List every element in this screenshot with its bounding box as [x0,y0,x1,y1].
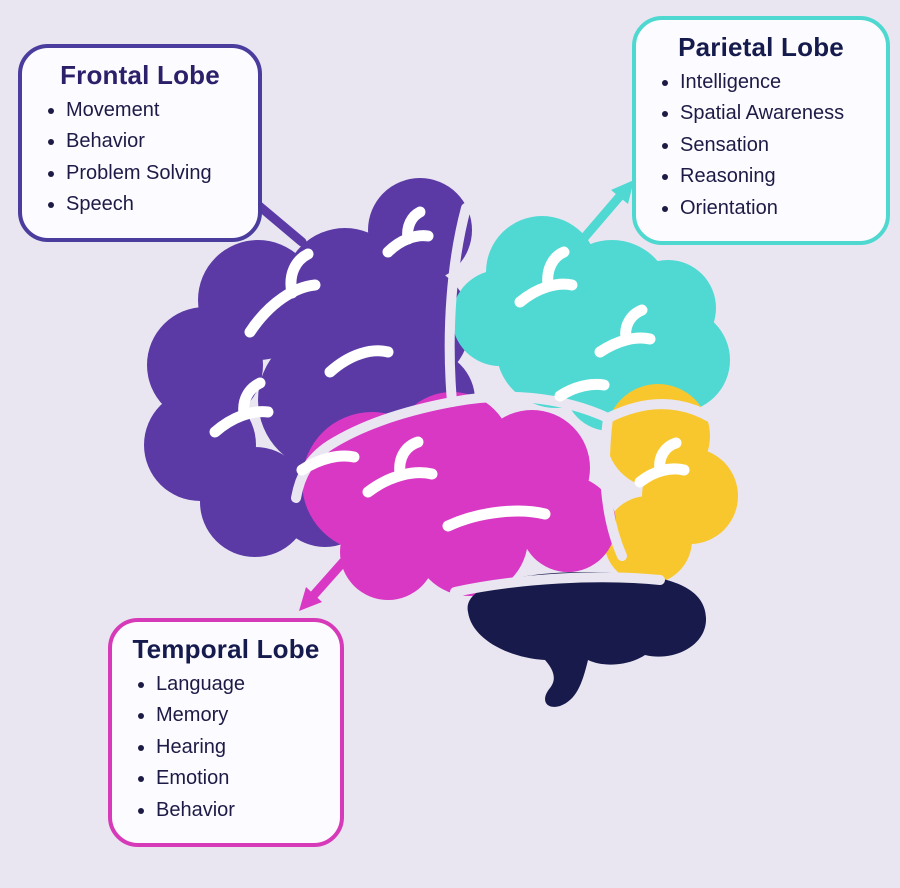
list-item: Behavior [66,129,240,153]
list-item: Problem Solving [66,161,240,185]
frontal-lobe-list: Movement Behavior Problem Solving Speech [40,98,240,217]
list-item: Sensation [680,133,868,157]
frontal-lobe-box: Frontal Lobe Movement Behavior Problem S… [18,44,262,242]
temporal-lobe-title: Temporal Lobe [132,634,320,664]
list-item: Emotion [156,766,322,790]
temporal-lobe-shape [302,392,616,600]
list-item: Behavior [156,798,322,822]
list-item: Language [156,672,322,696]
list-item: Intelligence [680,70,868,94]
list-item: Movement [66,98,240,122]
list-item: Hearing [156,735,322,759]
parietal-arrow [579,180,634,243]
parietal-lobe-title: Parietal Lobe [678,32,844,62]
temporal-lobe-list: Language Memory Hearing Emotion Behavior [130,672,322,822]
list-item: Memory [156,703,322,727]
list-item: Speech [66,192,240,216]
sulci-lines [209,206,690,532]
frontal-lobe-title: Frontal Lobe [60,60,220,90]
parietal-lobe-box: Parietal Lobe Intelligence Spatial Aware… [632,16,890,245]
list-item: Orientation [680,196,868,220]
temporal-lobe-box: Temporal Lobe Language Memory Hearing Em… [108,618,344,847]
cerebellum-shape [467,572,707,707]
list-item: Reasoning [680,164,868,188]
list-item: Spatial Awareness [680,101,868,125]
temporal-arrow [299,547,357,611]
parietal-lobe-list: Intelligence Spatial Awareness Sensation… [654,70,868,220]
lobe-separators [291,203,731,597]
